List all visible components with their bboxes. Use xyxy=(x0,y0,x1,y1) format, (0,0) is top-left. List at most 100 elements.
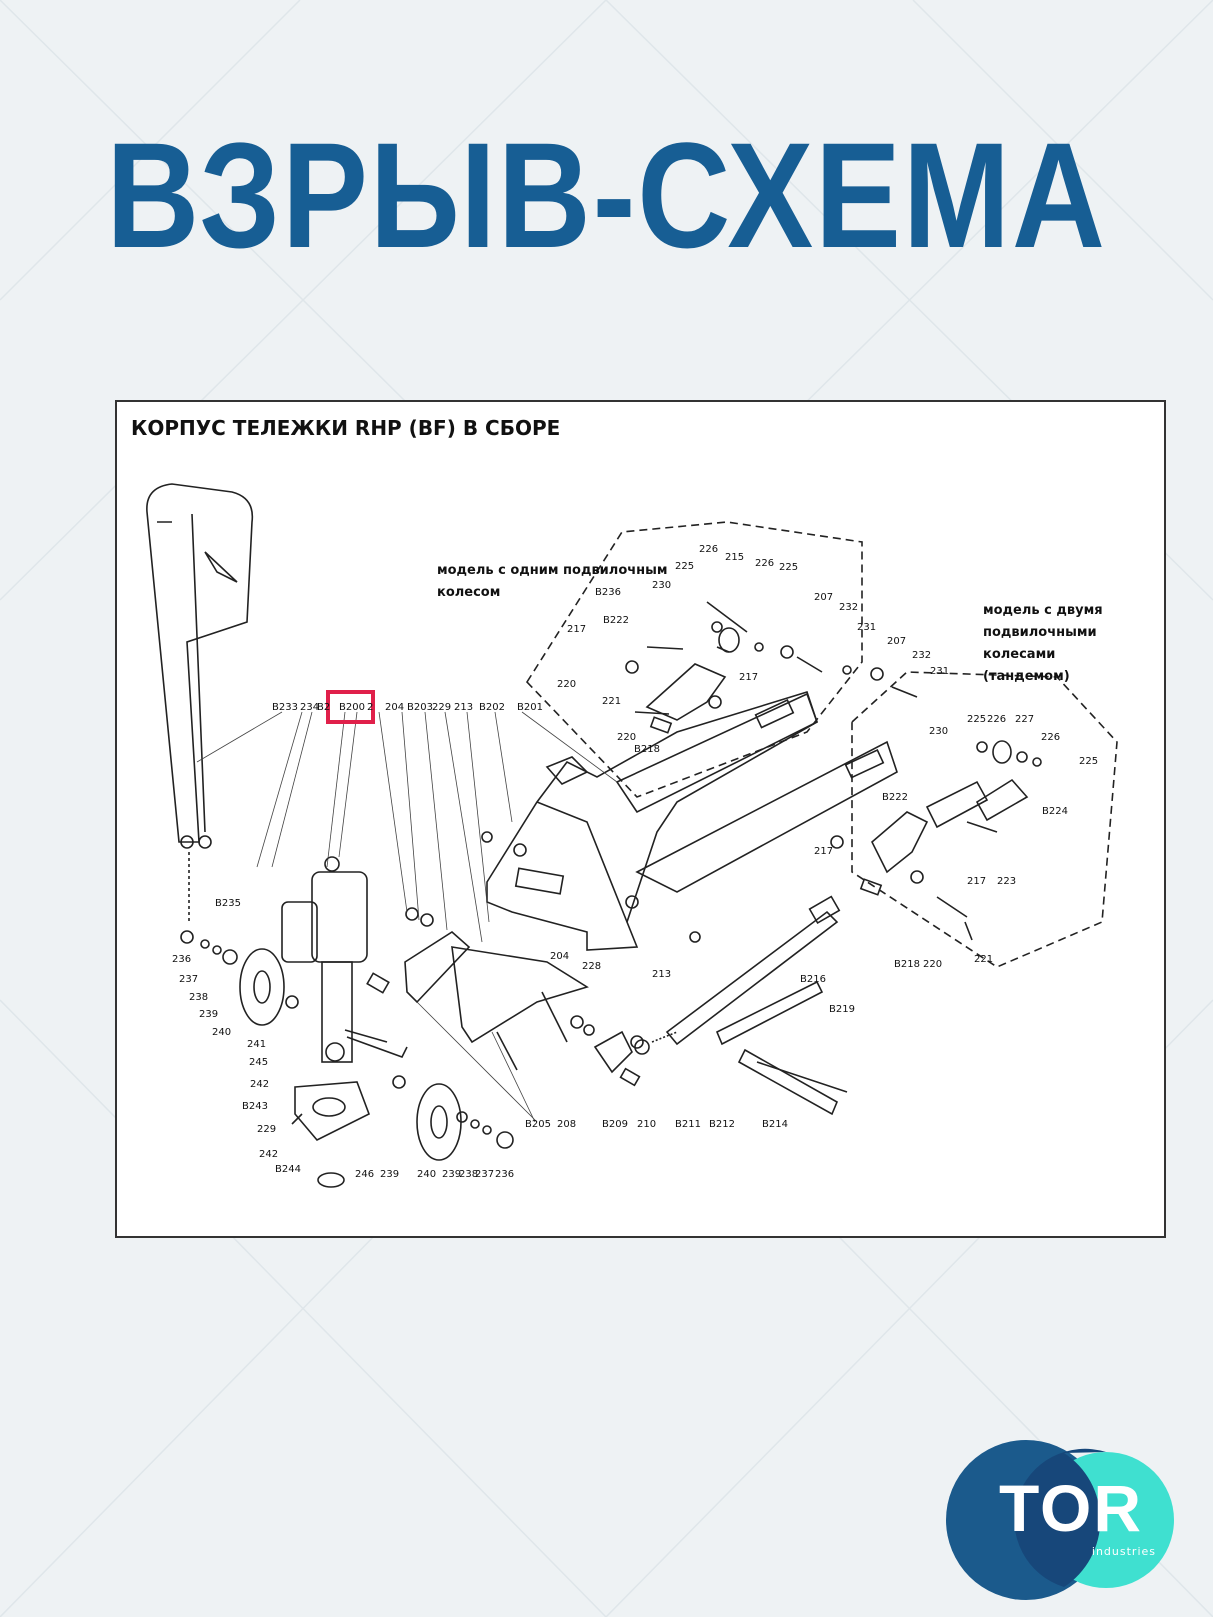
bottom-label-5: 237 xyxy=(475,1169,494,1180)
single-label-4: 225 xyxy=(675,561,694,572)
note-tandem-line-3: (тандемом) xyxy=(983,669,1070,684)
bottom-label-10: 210 xyxy=(637,1119,656,1130)
single-label-1: 215 xyxy=(725,552,744,563)
top-label-7: 229 xyxy=(432,702,451,713)
bottom-label-2: 240 xyxy=(417,1169,436,1180)
top-label-6: B203 xyxy=(407,702,433,713)
tandem-label-4: 226 xyxy=(987,714,1006,725)
single-label-11: 231 xyxy=(857,622,876,633)
tandem-label-2: 231 xyxy=(930,666,949,677)
fork-left xyxy=(615,692,818,814)
logo-subtext: industries xyxy=(1091,1545,1156,1558)
tandem-label-1: 232 xyxy=(912,650,931,661)
bottom-label-17: 228 xyxy=(582,961,601,972)
tandem-label-0: 207 xyxy=(887,636,906,647)
left-label-2: 237 xyxy=(179,974,198,985)
tandem-label-14: B218 xyxy=(894,959,920,970)
left-label-5: 240 xyxy=(212,1027,231,1038)
single-label-0: 226 xyxy=(699,544,718,555)
tandem-label-12: 217 xyxy=(967,876,986,887)
top-label-5: 204 xyxy=(385,702,404,713)
single-label-14: 220 xyxy=(617,732,636,743)
left-label-1: 236 xyxy=(172,954,191,965)
note-single-line-0: модель с одним подвилочным xyxy=(437,563,668,578)
top-label-0: B233 xyxy=(272,702,298,713)
steer-wheel-left xyxy=(239,948,285,1026)
top-label-2: B2 xyxy=(317,702,330,713)
note-single-line-1: колесом xyxy=(437,585,500,600)
top-label-10: B201 xyxy=(517,702,543,713)
tandem-label-10: B224 xyxy=(1042,806,1068,817)
bottom-label-13: B214 xyxy=(762,1119,788,1130)
single-label-12: 220 xyxy=(557,679,576,690)
exploded-diagram-panel: КОРПУС ТЕЛЕЖКИ RHP (BF) В СБОРЕ xyxy=(115,400,1166,1238)
bottom-label-18: 213 xyxy=(652,969,671,980)
top-label-9: B202 xyxy=(479,702,505,713)
single-label-10: 232 xyxy=(839,602,858,613)
steer-wheel-right xyxy=(416,1083,462,1161)
left-label-0: B235 xyxy=(215,898,241,909)
left-label-12: B244 xyxy=(275,1164,301,1175)
tandem-label-16: 221 xyxy=(974,954,993,965)
top-label-1: 234 xyxy=(300,702,319,713)
left-label-11: 242 xyxy=(259,1149,278,1160)
single-label-5: 230 xyxy=(652,580,671,591)
left-label-3: 238 xyxy=(189,992,208,1003)
bottom-label-14: B216 xyxy=(800,974,826,985)
diagram-title: КОРПУС ТЕЛЕЖКИ RHP (BF) В СБОРЕ xyxy=(131,416,561,440)
left-label-4: 239 xyxy=(199,1009,218,1020)
single-label-9: 207 xyxy=(814,592,833,603)
tandem-label-3: 225 xyxy=(967,714,986,725)
tandem-label-11: 217 xyxy=(814,846,833,857)
top-label-3: B200 xyxy=(339,702,365,713)
top-label-8: 213 xyxy=(454,702,473,713)
highlight-box xyxy=(326,690,375,724)
single-label-15: B218 xyxy=(634,744,660,755)
tandem-label-5: 227 xyxy=(1015,714,1034,725)
logo-text: TOR xyxy=(998,1471,1144,1545)
tandem-label-15: 220 xyxy=(923,959,942,970)
handle-frame xyxy=(146,483,254,843)
single-wheel-boundary xyxy=(525,521,863,798)
top-label-4: 2 xyxy=(367,702,373,713)
tandem-label-7: 225 xyxy=(1079,756,1098,767)
bottom-label-6: 236 xyxy=(495,1169,514,1180)
logo-circles xyxy=(946,1440,1174,1600)
single-label-13: 221 xyxy=(602,696,621,707)
bottom-label-15: B219 xyxy=(829,1004,855,1015)
left-label-6: 241 xyxy=(247,1039,266,1050)
tandem-label-13: 223 xyxy=(997,876,1016,887)
single-label-3: 225 xyxy=(779,562,798,573)
left-label-10: 229 xyxy=(257,1124,276,1135)
note-tandem-line-1: подвилочными xyxy=(983,625,1097,640)
bottom-label-9: B209 xyxy=(602,1119,628,1130)
left-label-7: 245 xyxy=(249,1057,268,1068)
bottom-label-12: B212 xyxy=(709,1119,735,1130)
single-label-6: B236 xyxy=(595,587,621,598)
tandem-label-8: 230 xyxy=(929,726,948,737)
pump-body xyxy=(311,871,368,963)
tandem-wheel-boundary xyxy=(851,671,1118,968)
single-label-16: 217 xyxy=(739,672,758,683)
page-title: ВЗРЫВ-СХЕМА xyxy=(106,111,1107,279)
single-label-2: 226 xyxy=(755,558,774,569)
bottom-label-11: B211 xyxy=(675,1119,701,1130)
bottom-label-16: 204 xyxy=(550,951,569,962)
tandem-label-6: 226 xyxy=(1041,732,1060,743)
bottom-label-0: 246 xyxy=(355,1169,374,1180)
bottom-label-8: 208 xyxy=(557,1119,576,1130)
bottom-label-1: 239 xyxy=(380,1169,399,1180)
single-label-7: B222 xyxy=(603,615,629,626)
tandem-label-9: B222 xyxy=(882,792,908,803)
single-label-8: 217 xyxy=(567,624,586,635)
note-tandem-line-2: колесами xyxy=(983,647,1055,662)
note-tandem-line-0: модель с двумя xyxy=(983,603,1103,618)
pallet-truck-drawing: B233234B2B2002204B203229213B202B201B2352… xyxy=(146,483,1118,1188)
bottom-label-7: B205 xyxy=(525,1119,551,1130)
left-label-8: 242 xyxy=(250,1079,269,1090)
tor-logo: TOR industries xyxy=(946,1440,1186,1600)
left-label-9: B243 xyxy=(242,1101,268,1112)
bottom-label-3: 239 xyxy=(442,1169,461,1180)
fork-right xyxy=(635,740,898,893)
